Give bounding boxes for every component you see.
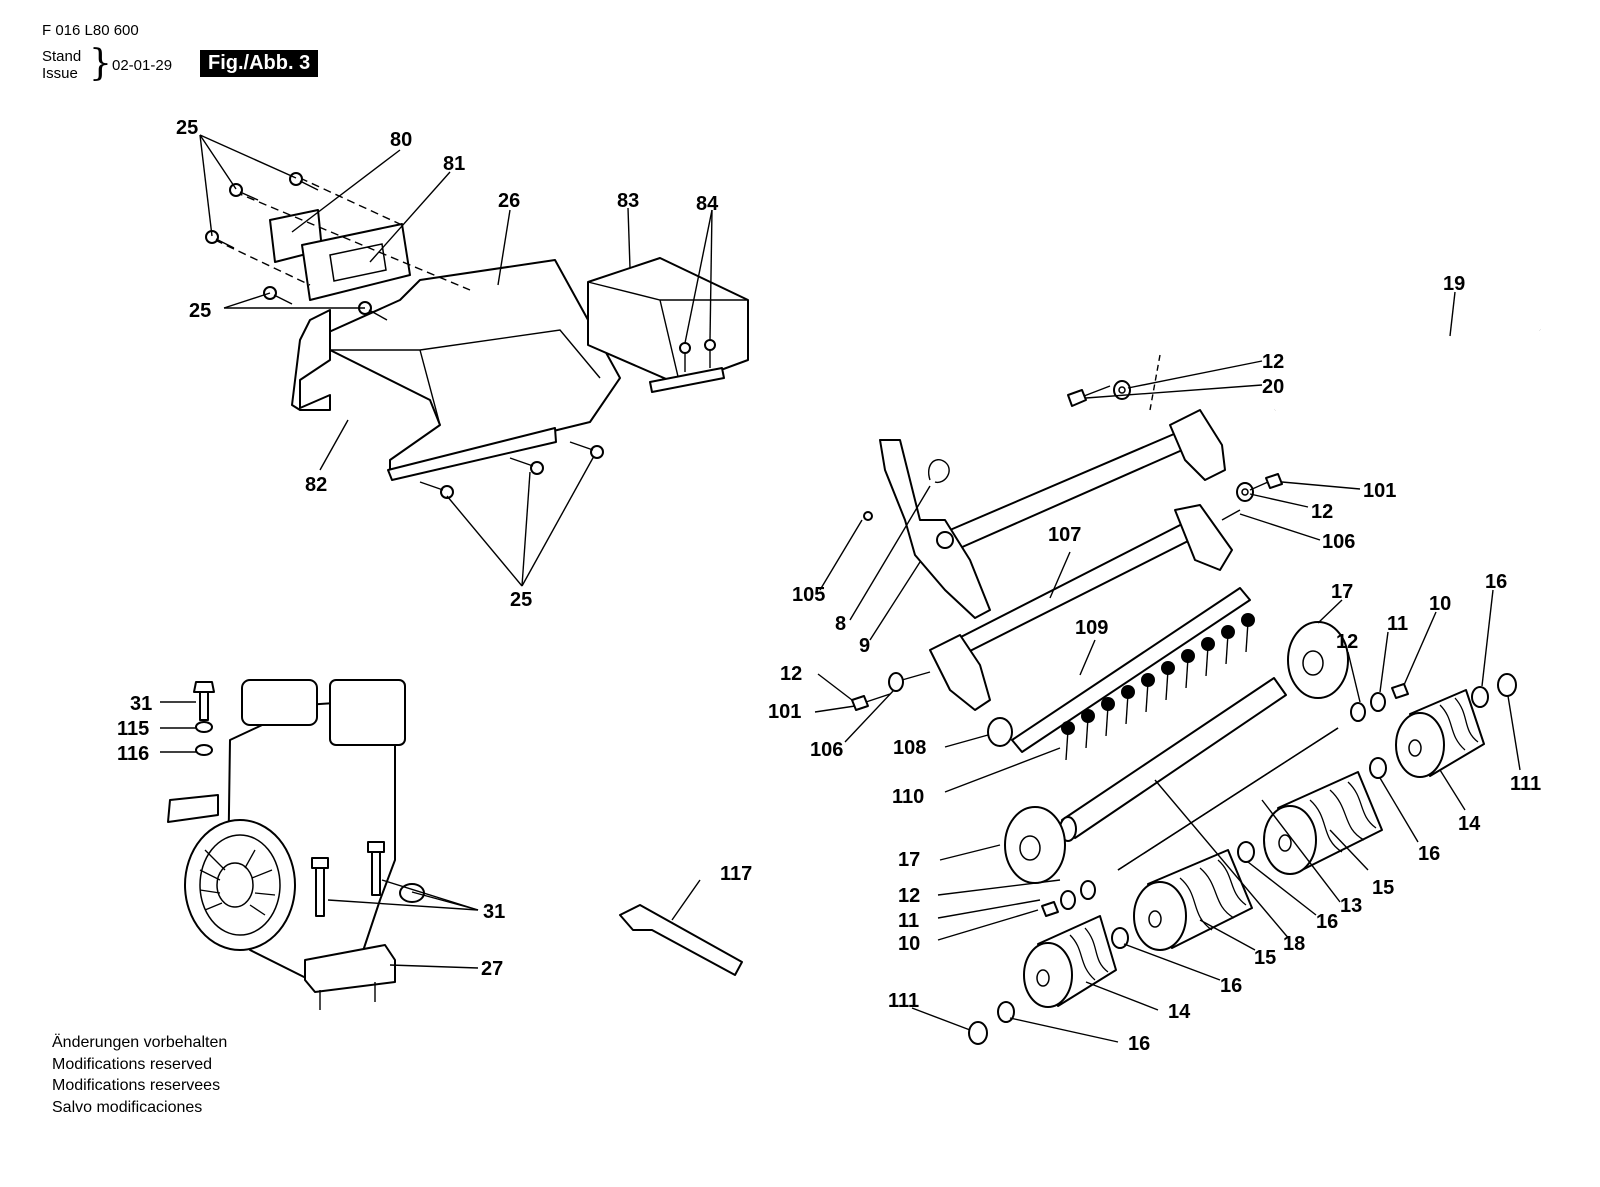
engine-fuel-tank	[241, 679, 318, 726]
part-116-washer	[195, 744, 213, 756]
callout-105: 105	[792, 584, 825, 606]
callout-116: 116	[117, 743, 149, 765]
callout-101: 101	[768, 701, 801, 723]
part-83-box	[587, 257, 749, 386]
engine-mount	[304, 944, 396, 993]
footer-line-fr: Modifications reservees	[52, 1077, 221, 1094]
frame-upper-right-plate	[1169, 409, 1226, 481]
part-26-flange	[387, 427, 557, 481]
engine-lever	[167, 794, 219, 823]
part-110-tines	[1061, 613, 1255, 761]
part-14-roller	[1395, 689, 1485, 778]
callout-31: 31	[483, 901, 505, 923]
callout-11: 11	[898, 910, 919, 932]
issue-label: Issue	[42, 65, 78, 82]
callout-16: 16	[1316, 911, 1338, 933]
callout-111: 111	[1510, 773, 1541, 795]
callout-16: 16	[1128, 1033, 1150, 1055]
callout-14: 14	[1458, 813, 1481, 835]
callout-12: 12	[898, 885, 920, 907]
screws-25-top	[205, 172, 716, 499]
callout-15: 15	[1372, 877, 1394, 899]
footer-line-de: Änderungen vorbehalten	[52, 1034, 228, 1051]
frame-lower-left-plate	[929, 634, 991, 711]
callout-80: 80	[390, 129, 412, 151]
callout-9: 9	[859, 635, 870, 657]
callout-106: 106	[1322, 531, 1355, 553]
callout-17: 17	[1331, 581, 1353, 603]
callout-83: 83	[617, 190, 639, 212]
frame-mid-right-plate	[1174, 504, 1233, 571]
callout-17: 17	[898, 849, 920, 871]
engine-assembly: 31 115 116 31 27	[117, 679, 505, 1010]
callout-81: 81	[443, 153, 465, 175]
brace-glyph: }	[89, 43, 112, 84]
callout-82: 82	[305, 474, 327, 496]
callout-25: 25	[189, 300, 211, 322]
callout-109: 109	[1075, 617, 1108, 639]
footer-notice: Änderungen vorbehalten Modifications res…	[52, 1032, 227, 1118]
callout-117: 117	[720, 863, 752, 885]
issue-date: 02-01-29	[112, 57, 173, 74]
callout-16: 16	[1220, 975, 1242, 997]
part-15-roller	[1133, 849, 1253, 951]
part-115-washer	[195, 721, 213, 733]
callout-25: 25	[176, 117, 198, 139]
callout-111: 111	[888, 990, 919, 1012]
callout-101: 101	[1363, 480, 1396, 502]
footer-line-es: Salvo modificaciones	[52, 1098, 203, 1116]
issue-block: Stand Issue } 02-01-29 Fig./Abb. 3	[42, 44, 362, 88]
engine-air-filter	[329, 679, 406, 746]
callout-16: 16	[1485, 571, 1507, 593]
callout-20: 20	[1262, 376, 1284, 398]
callout-11: 11	[1387, 613, 1408, 635]
part-15-roller	[1263, 771, 1383, 875]
callout-8: 8	[835, 613, 846, 635]
doc-number: F 016 L80 600	[42, 22, 139, 39]
stand-issue-labels: Stand Issue	[42, 48, 81, 82]
part-117-hex-key: 117	[619, 863, 752, 976]
part-19-handle	[1274, 280, 1594, 457]
part-9-side-plate	[879, 439, 991, 619]
callout-107: 107	[1048, 524, 1081, 546]
callout-12: 12	[1262, 351, 1284, 373]
part-82-bracket	[291, 309, 331, 411]
callout-12: 12	[780, 663, 802, 685]
callout-110: 110	[892, 786, 924, 808]
callout-12: 12	[1336, 631, 1358, 653]
callout-115: 115	[117, 718, 149, 740]
callout-27: 27	[481, 958, 503, 980]
part-14-roller	[1023, 915, 1117, 1008]
callout-18: 18	[1283, 933, 1305, 955]
callout-26: 26	[498, 190, 520, 212]
header: F 016 L80 600 Stand Issue } 02-01-29 Fig…	[42, 22, 319, 84]
callout-15: 15	[1254, 947, 1276, 969]
frame-assembly: 19	[768, 273, 1596, 1055]
part-109-shaft	[1011, 587, 1251, 753]
cover-assembly: 25 80 81 26 83 84 25 82 25	[176, 117, 749, 611]
part-81-window	[329, 243, 387, 282]
callout-84: 84	[696, 193, 719, 215]
callout-10: 10	[1429, 593, 1451, 615]
part-83-base	[649, 367, 725, 393]
part-105-pin	[863, 511, 873, 521]
callout-31: 31	[130, 693, 152, 715]
callout-19: 19	[1443, 273, 1465, 295]
figure-badge: Fig./Abb. 3	[200, 50, 319, 77]
callout-13: 13	[1340, 895, 1362, 917]
washers-and-nuts	[851, 380, 1517, 1045]
footer-line-en: Modifications reserved	[52, 1055, 213, 1073]
callout-106: 106	[810, 739, 843, 761]
part-108-spacer	[987, 717, 1013, 747]
stand-label: Stand	[42, 48, 82, 65]
callout-12: 12	[1311, 501, 1333, 523]
callout-14: 14	[1168, 1001, 1191, 1023]
callout-16: 16	[1418, 843, 1440, 865]
callout-25: 25	[510, 589, 532, 611]
callout-108: 108	[893, 737, 926, 759]
callout-10: 10	[898, 933, 920, 955]
